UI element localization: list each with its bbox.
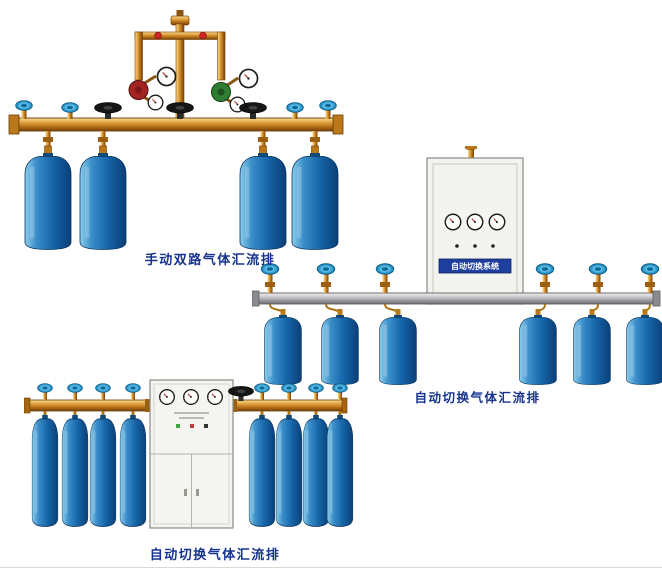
main-manifold-pipe bbox=[8, 114, 344, 135]
panel-text-line bbox=[179, 417, 204, 419]
pipe-end-cap bbox=[341, 397, 348, 414]
cylinder-bank bbox=[31, 411, 354, 527]
handwheel-blue-icon bbox=[61, 102, 79, 113]
indicator-lamp bbox=[204, 424, 208, 428]
gas-cylinder bbox=[119, 415, 147, 527]
handwheel-blue-icon bbox=[281, 383, 297, 393]
gas-cylinder bbox=[626, 315, 662, 385]
black-shutoff-valve bbox=[227, 385, 255, 401]
handwheel-black-icon bbox=[165, 102, 195, 114]
silver-manifold-pipe bbox=[252, 290, 661, 307]
panel-text-line bbox=[174, 412, 209, 414]
handwheel-blue-icon bbox=[95, 383, 111, 393]
control-cabinet: 自动切换系统 bbox=[426, 146, 524, 305]
gas-cylinder bbox=[264, 315, 302, 385]
cylinder-bank bbox=[264, 309, 662, 385]
pressure-gauge bbox=[183, 389, 199, 405]
door-handle bbox=[196, 489, 199, 496]
caption-manual-dual-manifold: 手动双路气体汇流排 bbox=[144, 252, 276, 267]
gas-cylinder bbox=[61, 415, 89, 527]
pressure-gauge bbox=[444, 213, 462, 231]
gas-cylinder bbox=[248, 415, 276, 527]
indicator-dot bbox=[491, 244, 495, 248]
caption-auto-switch-right: 自动切换气体汇流排 bbox=[414, 391, 541, 405]
gas-cylinder bbox=[31, 415, 59, 527]
cabinet-label-plate bbox=[438, 258, 512, 274]
gas-cylinder bbox=[79, 153, 127, 250]
pressure-gauge bbox=[147, 94, 164, 111]
pressure-gauge bbox=[156, 66, 177, 87]
blue-handwheel-valves bbox=[15, 100, 337, 119]
figure-auto-switch-manifold-bottom bbox=[24, 379, 354, 529]
handwheel-blue-icon bbox=[375, 263, 395, 275]
indicator-dot bbox=[473, 244, 477, 248]
gas-cylinder bbox=[573, 315, 611, 385]
pipe-end-cap bbox=[332, 114, 344, 135]
pressure-gauge bbox=[207, 389, 223, 405]
handwheel-blue-icon bbox=[67, 383, 83, 393]
pressure-gauge bbox=[488, 213, 506, 231]
indicator-dot bbox=[455, 244, 459, 248]
mini-valve-red bbox=[154, 31, 162, 40]
handwheel-blue-icon bbox=[37, 383, 53, 393]
handwheel-blue-icon bbox=[254, 383, 270, 393]
pressure-gauge bbox=[466, 213, 484, 231]
header-pipework bbox=[134, 10, 226, 121]
bottom-divider bbox=[0, 567, 662, 568]
handwheel-blue-icon bbox=[332, 383, 348, 393]
pipe-end-cap bbox=[8, 114, 20, 135]
indicator-lamp bbox=[190, 424, 194, 428]
gas-cylinder bbox=[379, 315, 417, 385]
pipe-end-cap bbox=[652, 290, 661, 307]
pipe-end-cap bbox=[252, 290, 260, 307]
handwheel-black-icon bbox=[227, 385, 255, 397]
mini-valve-red bbox=[199, 31, 207, 40]
regulator-right bbox=[211, 68, 259, 113]
handwheel-blue-icon bbox=[15, 100, 33, 111]
handwheel-blue-icon bbox=[286, 102, 304, 113]
handwheel-blue-icon bbox=[308, 383, 324, 393]
figure-auto-switch-manifold-right: 自动切换系统 bbox=[252, 146, 662, 385]
control-cabinet bbox=[149, 379, 234, 529]
gas-cylinder bbox=[326, 415, 354, 527]
gas-cylinder bbox=[302, 415, 330, 527]
door-handle bbox=[184, 489, 187, 496]
pipe-end-cap bbox=[24, 397, 31, 414]
gas-cylinder bbox=[275, 415, 303, 527]
handwheel-black-icon bbox=[93, 102, 123, 114]
gas-cylinder bbox=[89, 415, 117, 527]
handwheel-blue-icon bbox=[535, 263, 555, 275]
indicator-lamp bbox=[176, 424, 180, 428]
tee-pipe bbox=[134, 31, 226, 40]
gas-cylinder bbox=[519, 315, 557, 385]
gas-cylinder bbox=[24, 153, 72, 250]
handwheel-blue-icon bbox=[125, 383, 141, 393]
handwheel-black-icon bbox=[238, 102, 268, 114]
regulator-left bbox=[128, 66, 177, 111]
figure-manual-dual-manifold bbox=[8, 10, 344, 250]
pressure-gauge bbox=[159, 389, 175, 405]
cabinet-label: 自动切换系统 bbox=[451, 261, 499, 271]
blue-handwheel-valves bbox=[260, 263, 660, 293]
blue-handwheel-valves bbox=[37, 383, 348, 400]
handwheel-blue-icon bbox=[319, 100, 337, 111]
cylinder-bank bbox=[24, 131, 339, 250]
handwheel-blue-icon bbox=[640, 263, 660, 275]
handwheel-blue-icon bbox=[588, 263, 608, 275]
gas-cylinder bbox=[321, 315, 359, 385]
pressure-gauge bbox=[238, 68, 259, 89]
black-shutoff-valves bbox=[93, 102, 268, 119]
caption-auto-switch-bottom: 自动切换气体汇流排 bbox=[149, 547, 281, 562]
